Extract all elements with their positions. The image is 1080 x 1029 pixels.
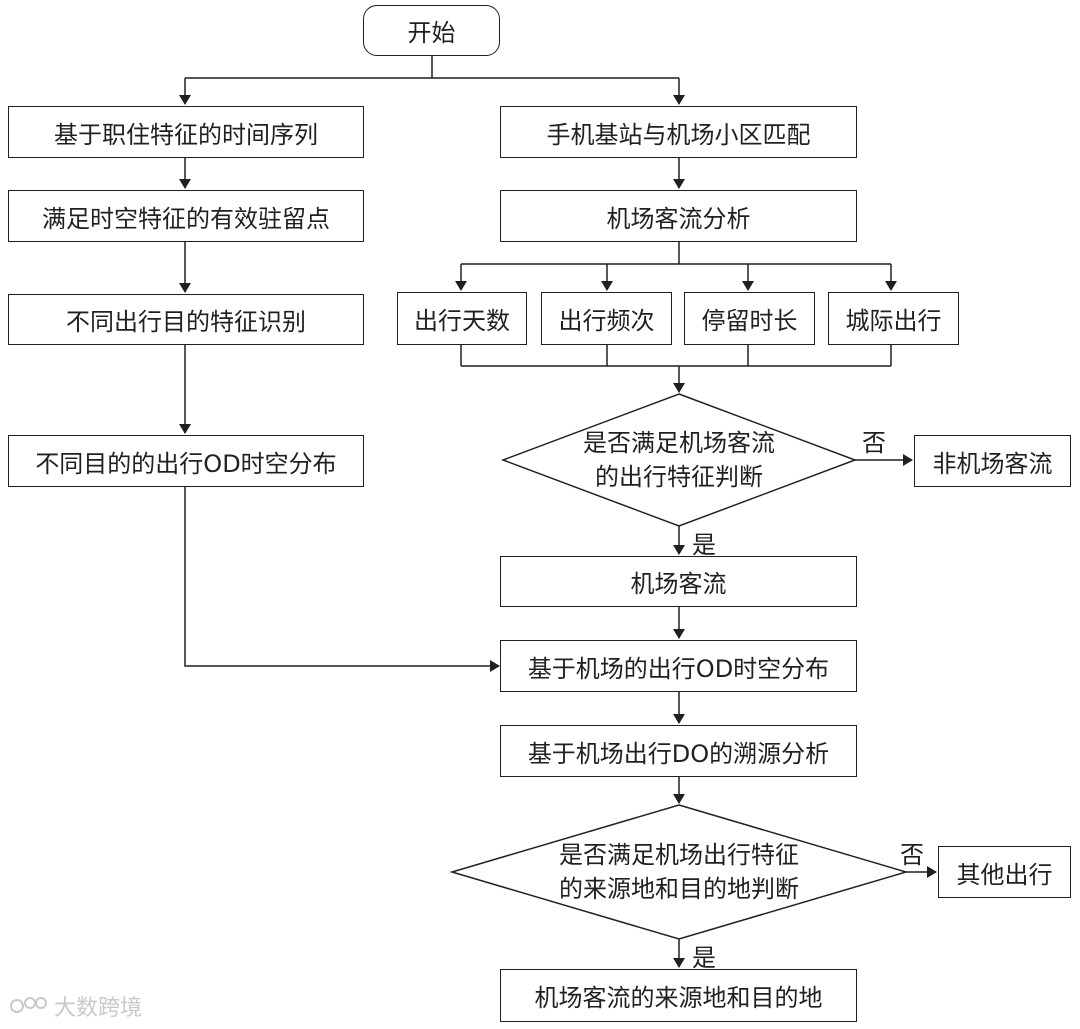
non-airport-flow: 非机场客流: [914, 435, 1071, 487]
left-step-3: 不同出行目的特征识别: [8, 294, 364, 345]
watermark: 大数跨境: [8, 990, 142, 1022]
airport-flow: 机场客流: [500, 556, 857, 607]
other-trips: 其他出行: [938, 846, 1071, 898]
decision1-no-label: 否: [862, 429, 886, 457]
decision2-no-label: 否: [900, 841, 924, 869]
feature-frequency: 出行频次: [541, 292, 672, 345]
watermark-logo-icon: [10, 997, 47, 1013]
airport-do-trace-analysis: 基于机场出行DO的溯源分析: [500, 725, 857, 777]
decision1-yes-label: 是: [692, 531, 716, 559]
left-step-4: 不同目的的出行OD时空分布: [8, 435, 364, 487]
right-step-1: 手机基站与机场小区匹配: [500, 106, 857, 158]
start-node: 开始: [363, 5, 500, 56]
watermark-text: 大数跨境: [54, 996, 143, 1021]
decision2-text: 是否满足机场出行特征 的来源地和目的地判断: [514, 836, 844, 908]
decision2-line1: 是否满足机场出行特征: [559, 841, 799, 869]
left-step-1: 基于职住特征的时间序列: [8, 106, 364, 158]
decision2-yes-label: 是: [692, 944, 716, 972]
right-step-2: 机场客流分析: [500, 190, 857, 242]
feature-days: 出行天数: [397, 292, 527, 345]
final-origin-destination: 机场客流的来源地和目的地: [500, 969, 857, 1022]
arrow-left4-od: [184, 487, 500, 672]
decision1-line2: 的出行特征判断: [595, 463, 763, 491]
left-step-2: 满足时空特征的有效驻留点: [8, 190, 364, 242]
feature-intercity: 城际出行: [828, 292, 959, 345]
airport-od-distribution: 基于机场的出行OD时空分布: [500, 640, 857, 692]
feature-stay-duration: 停留时长: [684, 292, 815, 345]
decision1-line1: 是否满足机场客流: [583, 429, 775, 457]
decision2-line2: 的来源地和目的地判断: [559, 875, 799, 903]
decision1-text: 是否满足机场客流 的出行特征判断: [553, 424, 805, 496]
